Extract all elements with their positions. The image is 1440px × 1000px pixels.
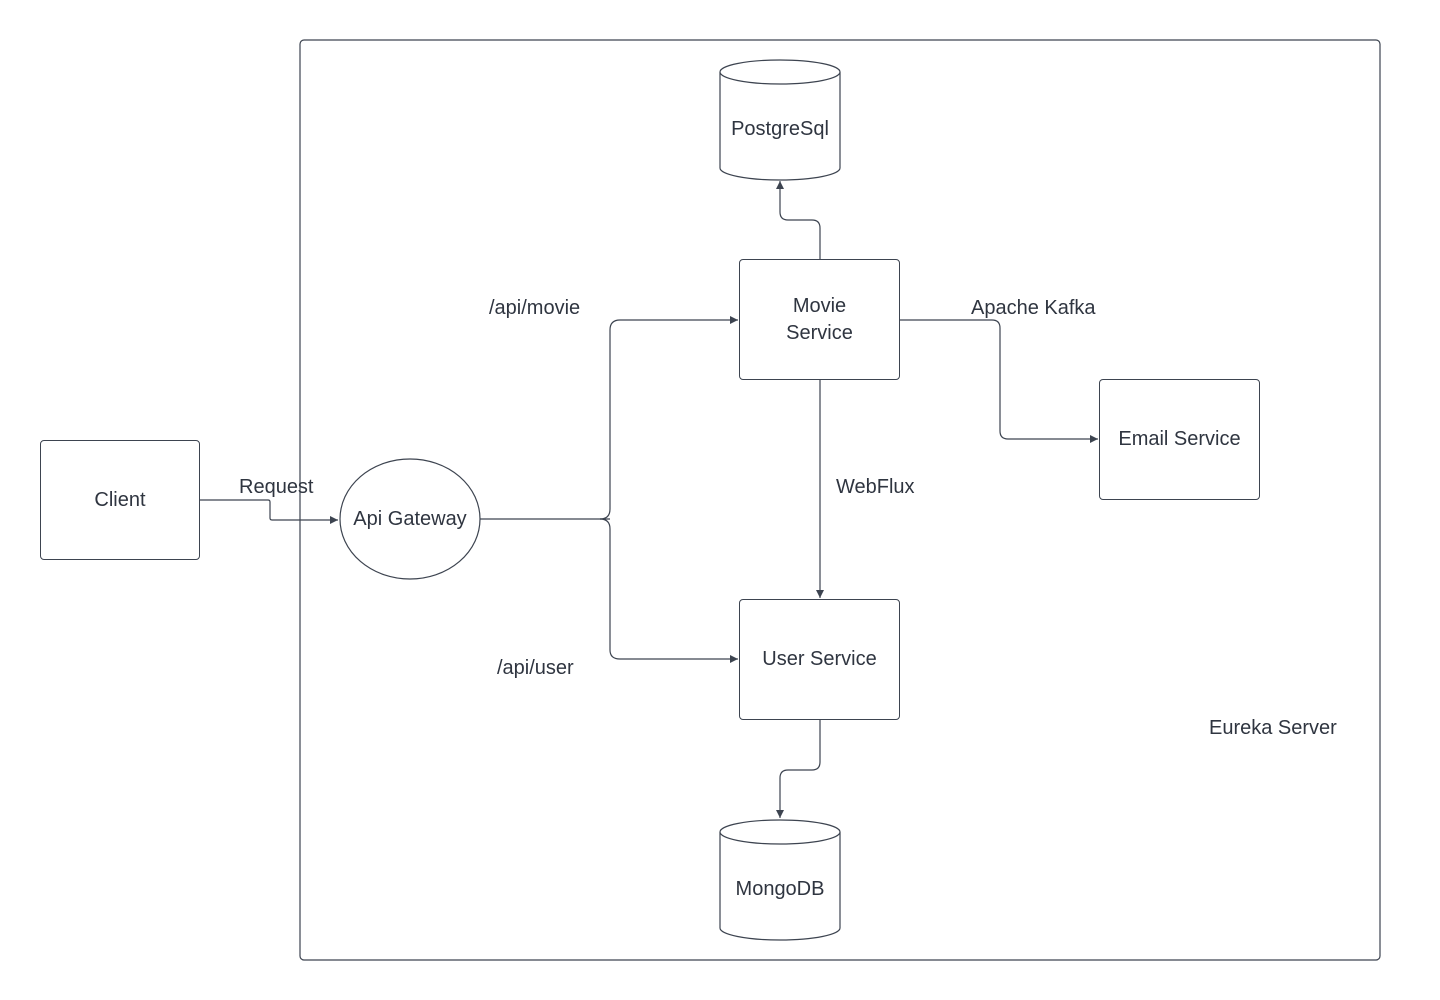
api-gateway-node xyxy=(339,458,481,580)
movie-service-node: Movie Service xyxy=(739,259,900,380)
edge-client-to-gateway xyxy=(200,499,338,524)
edge-movie-to-email xyxy=(900,319,1098,443)
edge-gateway-to-movie xyxy=(599,316,738,520)
user-service-label: User Service xyxy=(762,648,877,670)
email-service-label: Email Service xyxy=(1118,428,1241,450)
edge-label-api-user: /api/user xyxy=(497,657,574,679)
edge-label-apache-kafka: Apache Kafka xyxy=(971,297,1096,319)
movie-service-label-line1: Movie xyxy=(792,294,847,317)
postgresql-label: PostgreSql xyxy=(731,118,829,140)
eureka-server-label: Eureka Server xyxy=(1209,717,1337,739)
user-service-node: User Service xyxy=(739,599,900,720)
postgresql-cylinder xyxy=(719,59,841,181)
mongodb-cylinder xyxy=(719,819,841,941)
edge-label-api-movie: /api/movie xyxy=(489,297,581,319)
edge-label-webflux: WebFlux xyxy=(836,476,915,498)
edge-gateway-to-user xyxy=(599,518,738,663)
client-label: Client xyxy=(94,488,146,511)
mongodb-label: MongoDB xyxy=(735,878,825,900)
edge-movie-to-postgresql xyxy=(776,181,821,260)
eureka-server-container xyxy=(299,39,1381,961)
email-service-node: Email Service xyxy=(1099,379,1260,500)
edge-user-to-mongodb xyxy=(776,720,821,818)
api-gateway-label: Api Gateway xyxy=(353,508,467,530)
client-node: Client xyxy=(40,440,200,560)
edge-label-request: Request xyxy=(239,476,314,498)
movie-service-label-line2: Service xyxy=(786,321,853,344)
